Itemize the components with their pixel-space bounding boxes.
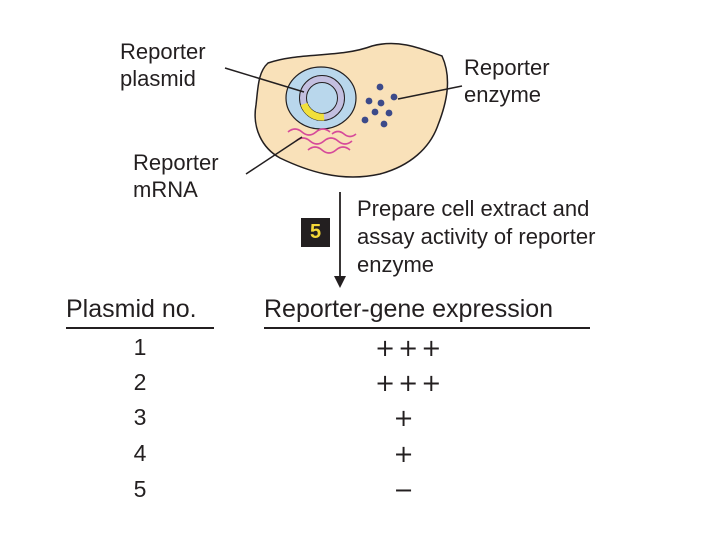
expression-header-rule (264, 327, 590, 329)
plasmid-header-rule (66, 327, 214, 329)
table-row-5-plasmid: 5 (133, 476, 147, 502)
table-row-5-expression: − (393, 476, 417, 504)
reporter-mrna (287, 128, 357, 154)
step-description-line2: assay activity of reporter (357, 224, 596, 249)
plasmid-leader-line (224, 67, 305, 93)
reporter-enzyme-dots (361, 83, 398, 128)
table-row-4-expression: + (393, 440, 417, 468)
enzyme-leader-line (397, 85, 463, 100)
plasmid-label-line1: Reporter (120, 39, 206, 64)
enzyme-label-line1: Reporter (464, 55, 550, 80)
plasmid-label-line2: plasmid (120, 66, 196, 91)
table-row-2-expression: +++ (375, 369, 445, 397)
enzyme-label-line2: enzyme (464, 82, 542, 107)
step-number-badge: 5 (301, 218, 330, 247)
reporter-gene-segment (300, 102, 325, 121)
table-row-2-plasmid: 2 (133, 369, 147, 395)
table-row-3-plasmid: 3 (133, 404, 147, 430)
table-row-1-plasmid: 1 (133, 334, 147, 360)
step-description-line3: enzyme (357, 252, 435, 277)
mrna-label-line2: mRNA (133, 177, 198, 202)
mrna-leader-line (245, 136, 303, 175)
plasmid-column-header: Plasmid no. (66, 295, 197, 323)
table-row-1-expression: +++ (375, 334, 445, 362)
expression-column-header: Reporter-gene expression (264, 295, 554, 323)
table-row-3-expression: + (393, 404, 417, 432)
mrna-label-line1: Reporter (133, 150, 219, 175)
step-description-line1: Prepare cell extract and (357, 196, 590, 221)
table-row-4-plasmid: 4 (133, 440, 147, 466)
process-arrow-head (334, 276, 346, 288)
